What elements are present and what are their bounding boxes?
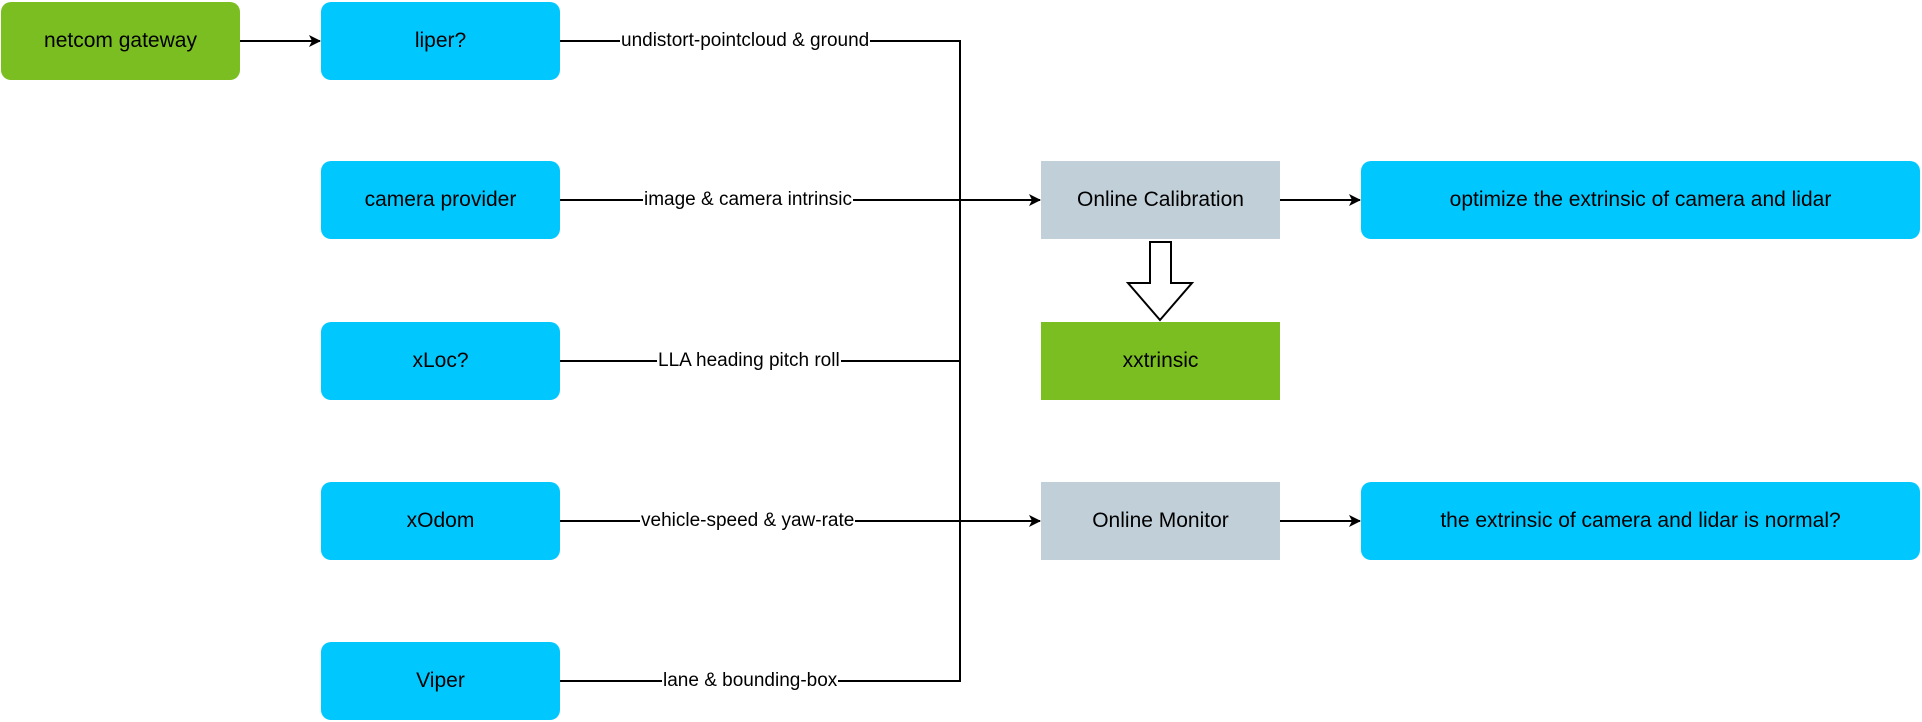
node-optimize-extrinsic[interactable]: optimize the extrinsic of camera and lid…: [1361, 161, 1920, 239]
node-viper[interactable]: Viper: [321, 642, 560, 720]
edge-label-xodom: vehicle-speed & yaw-rate: [640, 510, 856, 532]
node-liper[interactable]: liper?: [321, 2, 560, 80]
edge-label-xloc: LLA heading pitch roll: [657, 350, 841, 372]
edge-viper-to-bus: [560, 200, 961, 682]
block-arrow-down-icon: [1125, 241, 1195, 322]
node-online-monitor[interactable]: Online Monitor: [1041, 482, 1280, 560]
node-netcom-gateway[interactable]: netcom gateway: [1, 2, 240, 80]
node-camera-provider[interactable]: camera provider: [321, 161, 560, 239]
edge-label-viper: lane & bounding-box: [662, 670, 839, 692]
node-extrinsic-normal-check[interactable]: the extrinsic of camera and lidar is nor…: [1361, 482, 1920, 560]
node-online-calibration[interactable]: Online Calibration: [1041, 161, 1280, 239]
node-xloc[interactable]: xLoc?: [321, 322, 560, 400]
edge-label-liper: undistort-pointcloud & ground: [620, 30, 871, 52]
node-xxtrinsic[interactable]: xxtrinsic: [1041, 322, 1280, 400]
edge-label-camera: image & camera intrinsic: [643, 189, 854, 211]
node-xodom[interactable]: xOdom: [321, 482, 560, 560]
edge-liper-to-bus: [560, 40, 961, 200]
